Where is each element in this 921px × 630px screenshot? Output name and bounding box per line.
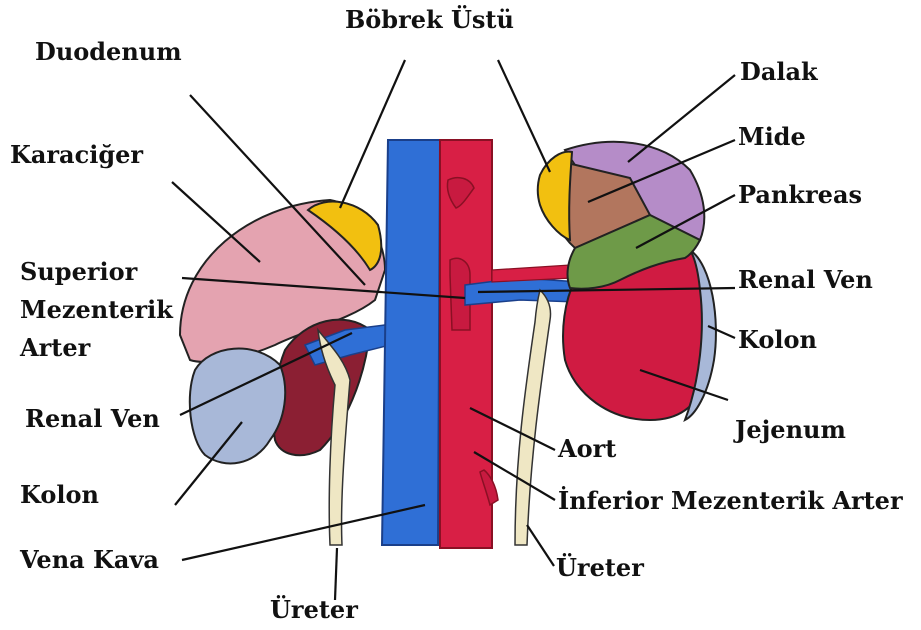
- leader-line: [527, 525, 554, 566]
- left-colon-shape: [190, 349, 285, 464]
- right-organ-group: [515, 142, 716, 545]
- label-superior-line3: Arter: [20, 336, 90, 360]
- label-jejenum: Jejenum: [735, 418, 846, 442]
- label-kolon-left: Kolon: [20, 483, 99, 507]
- label-inferior-mezenterik-arter: İnferior Mezenterik Arter: [558, 489, 903, 513]
- label-vena-kava: Vena Kava: [20, 548, 159, 572]
- label-superior-line1: Superior: [20, 260, 137, 284]
- label-kolon-right: Kolon: [738, 328, 817, 352]
- label-renal-ven-left: Renal Ven: [25, 407, 160, 431]
- label-ureter-right: Üreter: [556, 556, 644, 580]
- label-renal-ven-right: Renal Ven: [738, 268, 873, 292]
- leader-line: [628, 75, 735, 162]
- label-aort: Aort: [558, 437, 616, 461]
- left-organ-group: [180, 200, 390, 545]
- label-pankreas: Pankreas: [738, 183, 862, 207]
- label-duodenum: Duodenum: [35, 40, 182, 64]
- label-superior-line2: Mezenterik: [20, 298, 173, 322]
- leader-line: [335, 548, 337, 600]
- right-ureter-shape: [515, 290, 551, 545]
- vena-cava-shape: [382, 140, 440, 545]
- renal-artery-shape: [492, 265, 572, 282]
- label-ureter-bottom: Üreter: [270, 598, 358, 622]
- leader-line: [498, 60, 550, 172]
- label-bobrek-ustu: Böbrek Üstü: [345, 8, 514, 32]
- label-mide: Mide: [738, 125, 806, 149]
- adrenal-right-shape: [538, 152, 572, 240]
- label-karaciger: Karaciğer: [10, 143, 143, 167]
- label-dalak: Dalak: [740, 60, 818, 84]
